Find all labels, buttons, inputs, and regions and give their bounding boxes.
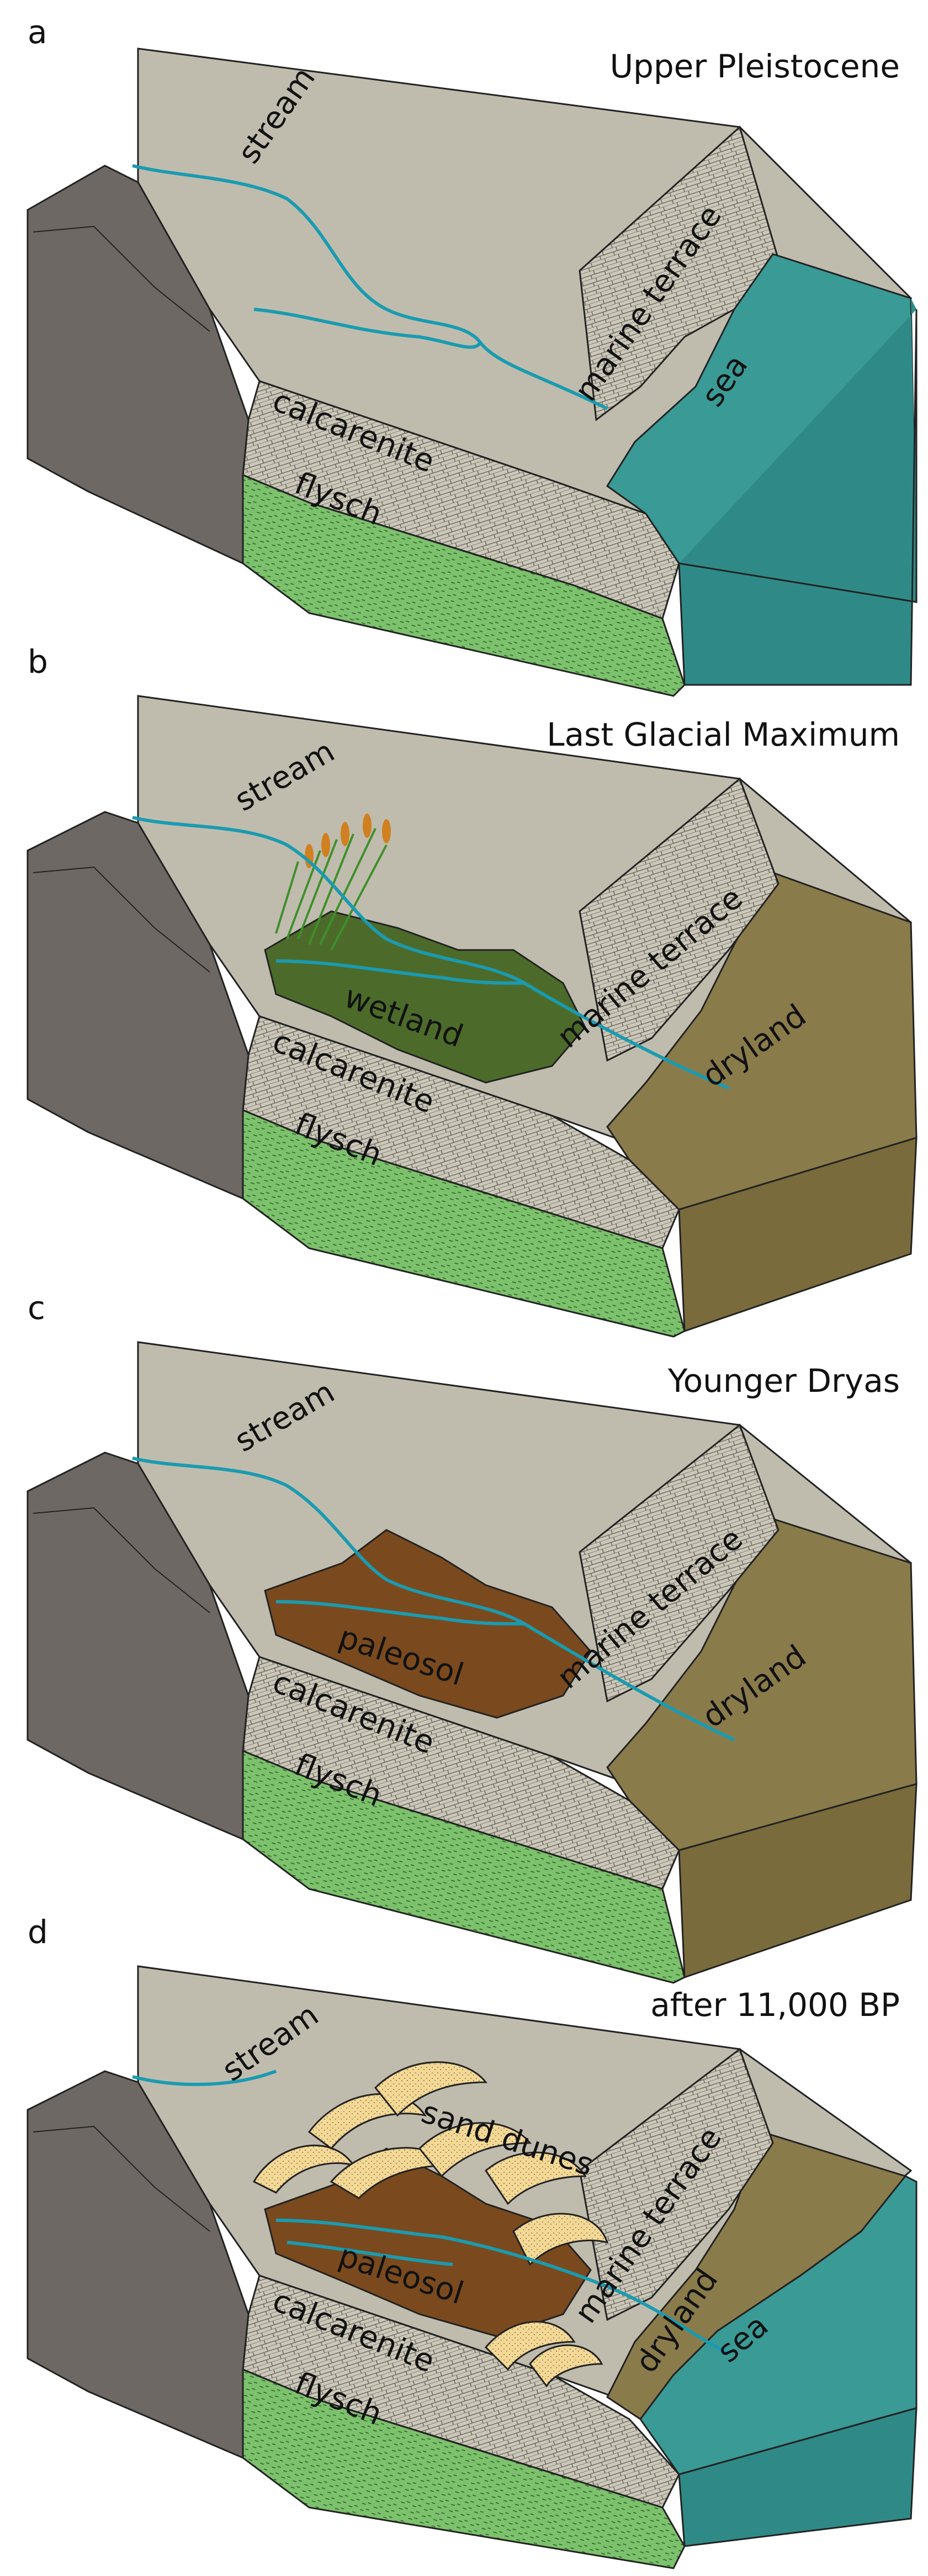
stream-channel — [132, 164, 608, 410]
flysch-layer — [242, 473, 686, 697]
flysch-layer — [242, 1108, 686, 1338]
marine-terrace-strip — [579, 125, 779, 421]
stream-channel — [132, 816, 730, 1090]
sea-front-face — [679, 298, 916, 602]
panel-title: Younger Dryas — [667, 1362, 900, 1400]
panel-letter: a — [28, 13, 47, 51]
stream-channel — [275, 959, 525, 985]
dryland-surface — [606, 872, 918, 1211]
panel-d: d after 11,000 BP stream sand dunes pal — [26, 1913, 918, 2569]
panel-letter: d — [28, 1913, 48, 1951]
marine-terrace-strip — [579, 2047, 774, 2321]
cliff-contour — [33, 2125, 210, 2232]
panel-a: a Upper Pleistocene stream marine terrac… — [26, 13, 918, 697]
sea-surface — [639, 2175, 918, 2475]
cliff-contour — [33, 866, 210, 973]
stream-channel — [287, 2241, 453, 2266]
marine-terrace-strip — [579, 777, 779, 1062]
dryland-side-wall — [678, 1136, 918, 1333]
cliff-face — [26, 811, 250, 1200]
marine-terrace-strip — [579, 1423, 779, 1703]
panel-title: Last Glacial Maximum — [547, 716, 900, 753]
stream-channel — [275, 2219, 730, 2355]
panel-title: Upper Pleistocene — [610, 47, 900, 85]
sand-dunes — [252, 2061, 609, 2388]
dryland-side-wall — [678, 1782, 918, 1979]
dryland-surface — [606, 1518, 918, 1851]
cliff-contour — [33, 1507, 210, 1613]
panel-c: c Younger Dryas stream paleosol marine t… — [26, 1289, 918, 1984]
panel-letter: c — [28, 1289, 45, 1327]
stream-channel — [132, 2070, 277, 2086]
wetland-area — [264, 910, 586, 1084]
sea-side-wall — [678, 2406, 918, 2547]
stream-channel — [132, 1456, 735, 1741]
cliff-face — [26, 2070, 250, 2459]
panel-title: after 11,000 BP — [650, 1986, 900, 2024]
sea-side-wall — [678, 309, 918, 686]
flysch-layer — [242, 1749, 686, 1984]
cliff-contour — [33, 225, 210, 332]
cliff-face — [26, 165, 250, 565]
cliff-face — [26, 1451, 250, 1841]
panel-letter: b — [28, 643, 48, 680]
paleosol-area — [264, 1529, 592, 1719]
panel-b: b Last Glacial Maximum stream wetland ma… — [26, 643, 918, 1338]
stream-channel — [253, 308, 482, 349]
flysch-layer — [242, 2368, 686, 2569]
stream-channel — [275, 1600, 525, 1625]
paleosol-area — [264, 2147, 592, 2337]
